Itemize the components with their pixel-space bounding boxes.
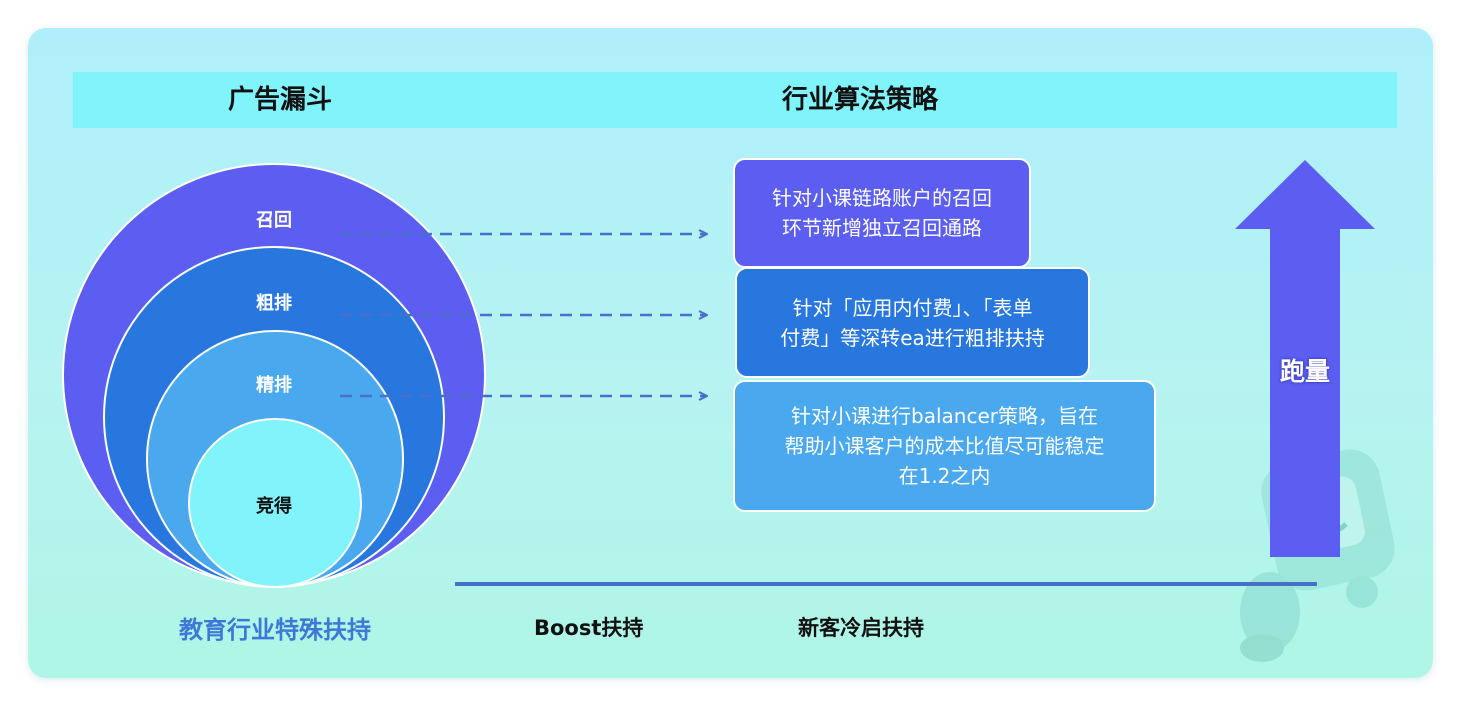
funnel-header: 广告漏斗 [227,85,332,115]
stage-label-fine: 精排 [256,375,292,396]
header-band [73,72,1397,128]
funnel-caption: 教育行业特殊扶持 [179,616,371,644]
volume-up-arrow [1235,160,1375,557]
strategy-box-recall: 针对小课链路账户的召回 环节新增独立召回通路 [733,158,1031,268]
strategy-box-coarse: 针对「应用内付费」、「表单 付费」等深转ea进行粗排扶持 [735,267,1090,378]
volume-arrow-label: 跑量 [1279,357,1330,386]
boost-label: Boost扶持 [534,616,644,640]
strategy-line: 在1.2之内 [898,464,991,488]
strategy-line: 帮助小课客户的成本比值尽可能稳定 [784,434,1105,458]
strategy-line: 付费」等深转ea进行粗排扶持 [780,325,1045,350]
cold-start-label: 新客冷启扶持 [798,616,924,640]
strategy-line: 针对小课链路账户的召回 [772,186,992,210]
strategy-line: 针对小课进行balancer策略，旨在 [791,404,1098,428]
timeline-baseline [455,582,1317,586]
stage-label-recall: 召回 [256,210,292,231]
funnel-ring-bid [188,418,362,588]
strategy-line: 环节新增独立召回通路 [782,216,982,240]
strategy-box-fine: 针对小课进行balancer策略，旨在 帮助小课客户的成本比值尽可能稳定 在1.… [733,380,1156,512]
strategy-line: 针对「应用内付费」、「表单 [792,295,1033,320]
stage-label-bid: 竞得 [256,496,292,517]
stage-label-coarse: 粗排 [256,293,292,314]
strategy-header: 行业算法策略 [781,85,938,115]
